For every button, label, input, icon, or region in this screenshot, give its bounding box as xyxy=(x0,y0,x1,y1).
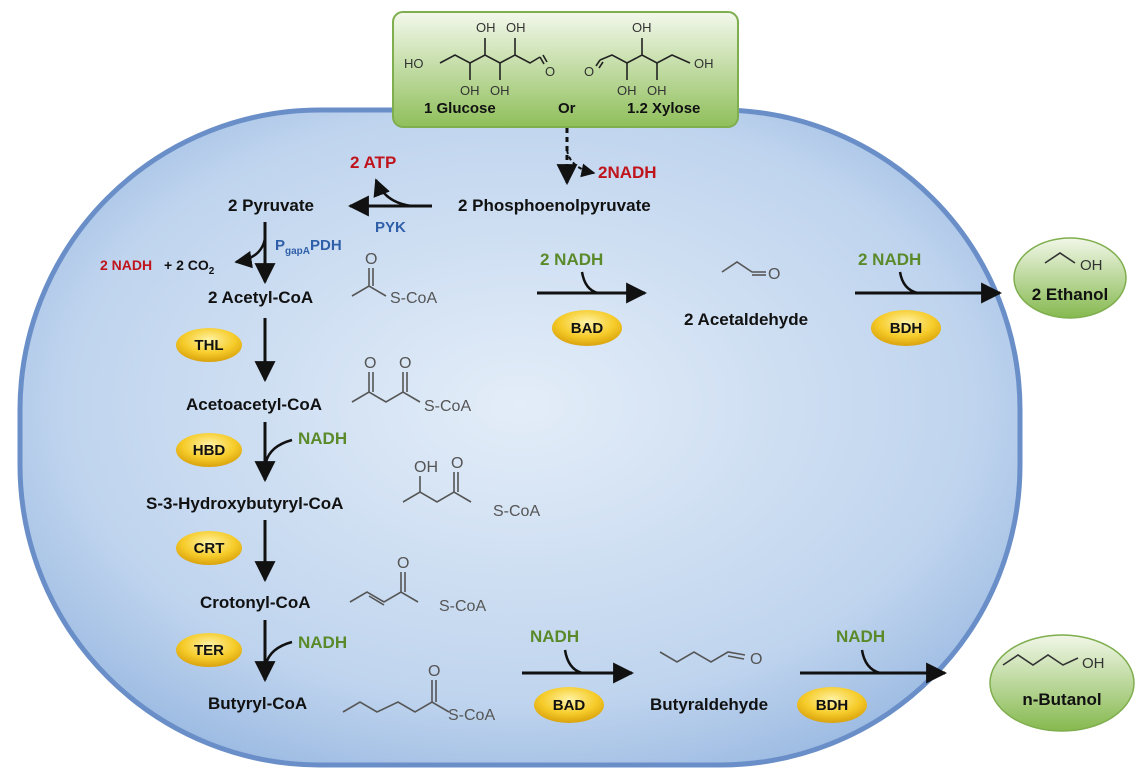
ethanol-product: OH 2 Ethanol xyxy=(1013,237,1127,319)
acetyl-coa-label: 2 Acetyl-CoA xyxy=(208,288,313,307)
bdh-ethanol-nadh: 2 NADH xyxy=(858,250,921,269)
xylose-structure-icon xyxy=(595,38,691,80)
bdh-butanol-label: BDH xyxy=(816,697,849,714)
bad-butanol-nadh-branch xyxy=(563,649,583,675)
thl-label: THL xyxy=(194,337,223,354)
glucose-oh-3: OH xyxy=(460,83,480,98)
acetoacetyl-coa-structure-icon xyxy=(351,372,421,403)
bad-ethanol-enzyme xyxy=(552,310,622,346)
bad-ethanol-label: BAD xyxy=(571,320,604,337)
crotonyl-coa-o: O xyxy=(397,555,409,572)
xylose-label: 1.2 Xylose xyxy=(627,100,700,117)
acetyl-coa-o: O xyxy=(365,251,377,268)
pdh-label: PgapAPDH xyxy=(275,237,342,257)
bdh-butanol-enzyme xyxy=(797,687,867,723)
hydroxybutyryl-coa-structure-icon xyxy=(402,472,472,503)
butyraldehyde-structure-icon xyxy=(659,651,746,663)
acetoacetyl-coa-o1: O xyxy=(364,355,376,372)
butyryl-coa-label: Butyryl-CoA xyxy=(208,694,307,713)
crt-label: CRT xyxy=(194,540,225,557)
acetyl-coa-structure-icon xyxy=(351,268,387,297)
glucose-ho: HO xyxy=(404,56,424,71)
hydroxybutyryl-coa-o: O xyxy=(451,455,463,472)
atp-label: 2 ATP xyxy=(350,153,396,172)
acetoacetyl-coa-o2: O xyxy=(399,355,411,372)
bdh-ethanol-label: BDH xyxy=(890,320,923,337)
pyk-label: PYK xyxy=(375,219,406,236)
glucose-structure-icon xyxy=(439,38,548,80)
bad-butanol-enzyme xyxy=(534,687,604,723)
pyruvate-label: 2 Pyruvate xyxy=(228,196,314,215)
xylose-oh-2: OH xyxy=(617,83,637,98)
xylose-o: O xyxy=(584,64,594,79)
atp-branch xyxy=(373,178,413,208)
ter-nadh-branch xyxy=(264,640,293,665)
butanol-product: OH n-Butanol xyxy=(989,634,1135,732)
butyraldehyde-o: O xyxy=(750,651,762,668)
butyryl-coa-structure-icon xyxy=(342,680,450,713)
hbd-enzyme xyxy=(176,433,242,467)
bad-butanol-label: BAD xyxy=(553,697,586,714)
hbd-nadh-branch xyxy=(264,438,293,463)
acetaldehyde-structure-icon xyxy=(721,261,766,276)
thl-enzyme xyxy=(176,328,242,362)
bdh-butanol-nadh-branch xyxy=(860,649,881,675)
bad-ethanol-nadh: 2 NADH xyxy=(540,250,603,269)
hbd-nadh: NADH xyxy=(298,429,347,448)
butanol-label: n-Butanol xyxy=(1022,690,1101,709)
glucose-oh-2: OH xyxy=(506,20,526,35)
ethanol-oh: OH xyxy=(1080,257,1103,274)
bdh-butanol-nadh: NADH xyxy=(836,627,885,646)
glucose-oh-4: OH xyxy=(490,83,510,98)
butyryl-coa-scoa: S-CoA xyxy=(448,707,495,724)
bad-butanol-nadh: NADH xyxy=(530,627,579,646)
acetaldehyde-label: 2 Acetaldehyde xyxy=(684,310,808,329)
butanol-oh: OH xyxy=(1082,655,1105,672)
xylose-oh-1: OH xyxy=(632,20,652,35)
acetoacetyl-coa-label: Acetoacetyl-CoA xyxy=(186,395,322,414)
or-label: Or xyxy=(558,100,576,117)
glucose-label: 1 Glucose xyxy=(424,100,496,117)
acetyl-coa-scoa: S-CoA xyxy=(390,290,437,307)
ter-nadh: NADH xyxy=(298,633,347,652)
glycolysis-nadh: 2NADH xyxy=(598,163,657,182)
glucose-oh-1: OH xyxy=(476,20,496,35)
sugar-substrate-box: HO OH OH OH OH O O OH OH OH OH 1 Glucose… xyxy=(392,11,739,128)
crt-enzyme xyxy=(176,531,242,565)
butyryl-coa-o: O xyxy=(428,663,440,680)
glycolysis-nadh-branch xyxy=(566,149,596,178)
crotonyl-coa-structure-icon xyxy=(349,572,419,606)
ethanol-label: 2 Ethanol xyxy=(1032,285,1109,304)
hbd-label: HBD xyxy=(193,442,226,459)
bad-ethanol-nadh-branch xyxy=(580,271,599,295)
crotonyl-coa-scoa: S-CoA xyxy=(439,598,486,615)
bdh-ethanol-nadh-branch xyxy=(898,271,919,295)
hydroxybutyryl-coa-label: S-3-Hydroxybutyryl-CoA xyxy=(146,494,343,513)
hydroxybutyryl-coa-scoa: S-CoA xyxy=(493,503,540,520)
pdh-nadh: 2 NADH xyxy=(100,257,152,273)
acetoacetyl-coa-scoa: S-CoA xyxy=(424,398,471,415)
pdh-co2: + 2 CO2 xyxy=(164,257,215,277)
ter-enzyme xyxy=(176,633,242,667)
pep-label: 2 Phosphoenolpyruvate xyxy=(458,196,651,215)
pdh-nadh-branch xyxy=(234,237,267,269)
xylose-oh-4: OH xyxy=(694,56,714,71)
butyraldehyde-label: Butyraldehyde xyxy=(650,695,768,714)
glucose-o: O xyxy=(545,64,555,79)
bdh-ethanol-enzyme xyxy=(871,310,941,346)
acetaldehyde-o: O xyxy=(768,266,780,283)
ter-label: TER xyxy=(194,642,224,659)
xylose-oh-3: OH xyxy=(647,83,667,98)
hydroxybutyryl-coa-oh: OH xyxy=(414,459,438,476)
crotonyl-coa-label: Crotonyl-CoA xyxy=(200,593,310,612)
